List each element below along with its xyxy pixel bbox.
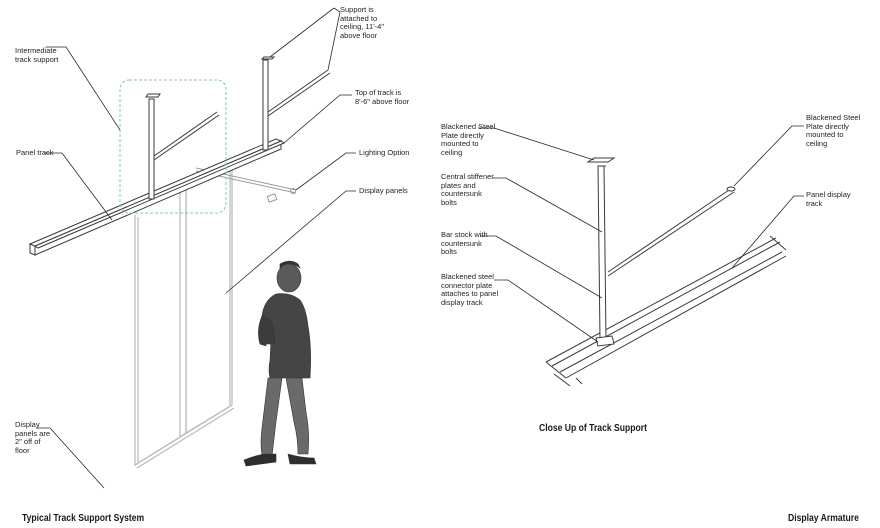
label-lighting-option: Lighting Option — [359, 148, 410, 157]
leader-lines-left — [36, 7, 356, 489]
label-panels-off-floor: Display panels are 2" off of floor — [15, 420, 51, 455]
highlight-box — [119, 79, 227, 214]
ceiling-support — [260, 56, 331, 151]
display-panels — [134, 168, 235, 469]
label-plate-right: Blackened Steel Plate directly mounted t… — [806, 113, 861, 148]
label-top-of-track: Top of track is 8'-6" above floor — [355, 88, 410, 106]
label-support-attached: Support is attached to ceiling, 11'-4" a… — [340, 5, 384, 40]
closeup-support-post — [586, 157, 736, 347]
label-bar-stock: Bar stock with countersunk bolts — [441, 230, 488, 256]
label-plate-left: Blackened Steel Plate directly mounted t… — [441, 122, 496, 157]
panel-track — [28, 138, 286, 256]
caption-closeup: Close Up of Track Support — [539, 423, 647, 434]
label-connector-plate: Blackened steel connector plate attaches… — [441, 272, 499, 307]
label-panel-display-track: Panel display track — [806, 190, 851, 208]
label-panel-track: Panel track — [16, 148, 54, 157]
closeup-track — [545, 235, 787, 387]
label-stiffener: Central stiffener plates and countersunk… — [441, 172, 494, 207]
caption-armature: Display Armature — [788, 513, 859, 524]
person-figure — [243, 260, 317, 467]
label-intermediate-support: Intermediate track support — [15, 46, 59, 64]
intermediate-support — [145, 93, 220, 200]
leader-lines-right — [478, 125, 804, 343]
caption-typical: Typical Track Support System — [22, 513, 145, 524]
label-display-panels: Display panels — [359, 186, 408, 195]
